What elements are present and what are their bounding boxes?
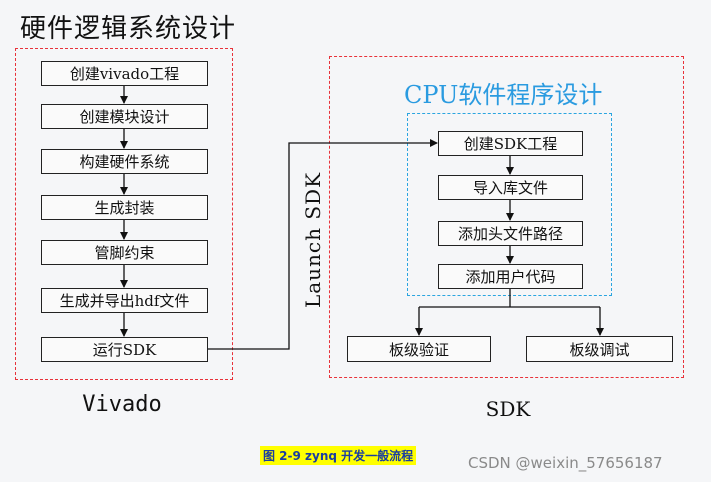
diagram-title: 硬件逻辑系统设计 bbox=[20, 14, 237, 44]
sdk-region bbox=[329, 56, 684, 378]
vivado-region bbox=[15, 48, 233, 380]
vivado-step-create-block-design: 创建模块设计 bbox=[41, 104, 208, 129]
arrow-launch-sdk bbox=[208, 139, 438, 350]
vivado-step-export-hdf: 生成并导出hdf文件 bbox=[41, 288, 208, 313]
watermark: CSDN @weixin_57656187 bbox=[468, 454, 663, 472]
vivado-step-pin-constraints: 管脚约束 bbox=[41, 240, 208, 265]
sdk-step-import-library: 导入库文件 bbox=[438, 175, 583, 200]
sdk-step-create-project: 创建SDK工程 bbox=[438, 131, 583, 156]
vivado-step-create-project: 创建vivado工程 bbox=[41, 61, 208, 86]
sdk-step-add-user-code: 添加用户代码 bbox=[438, 264, 583, 289]
sdk-label: SDK bbox=[485, 397, 531, 421]
sdk-output-board-verify: 板级验证 bbox=[347, 336, 491, 362]
vivado-step-run-sdk: 运行SDK bbox=[41, 337, 208, 362]
figure-caption: 图 2-9 zynq 开发一般流程 bbox=[260, 446, 417, 465]
sdk-step-add-include-path: 添加头文件路径 bbox=[438, 221, 583, 246]
vivado-step-generate-wrapper: 生成封装 bbox=[41, 195, 208, 220]
sdk-output-board-debug: 板级调试 bbox=[526, 336, 673, 362]
vivado-step-build-hardware: 构建硬件系统 bbox=[41, 149, 208, 174]
cpu-software-title: CPU软件程序设计 bbox=[404, 81, 603, 109]
vivado-label: Vivado bbox=[82, 392, 162, 417]
